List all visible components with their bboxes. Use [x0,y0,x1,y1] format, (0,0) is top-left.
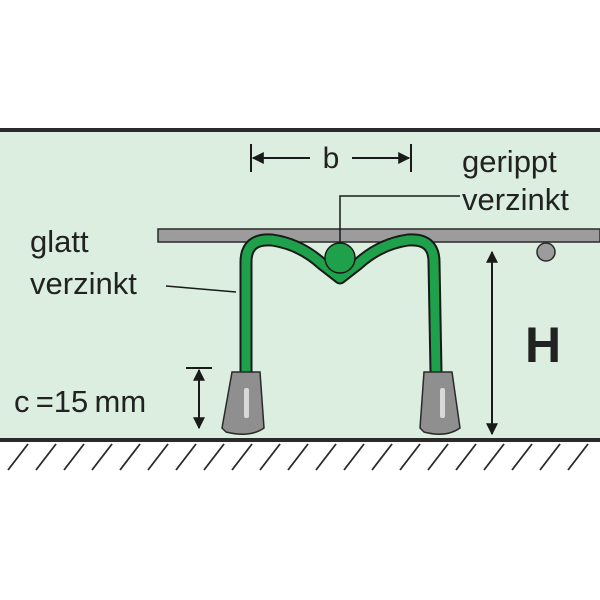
center-ribbed-bar [324,242,356,274]
ribbed-label-line2: verzinkt [462,182,569,217]
width-label: b [323,142,340,175]
ribbed-rebar-bar [157,228,600,243]
ribbed-label-line1: gerippt [462,144,557,179]
right-foot-highlight [440,388,445,418]
height-label: H [525,317,561,373]
cover-label: c =15 mm [14,384,146,419]
spacer-wire [241,235,441,377]
ground-hatch [7,443,589,471]
left-foot-highlight [244,388,249,418]
smooth-leader [165,285,237,293]
concrete-area [0,130,600,440]
smooth-label-line1: glatt [30,224,89,259]
transverse-rebar [536,242,556,262]
ribbed-leader [339,195,460,244]
smooth-label-line2: verzinkt [30,266,137,301]
left-foot [221,371,265,435]
